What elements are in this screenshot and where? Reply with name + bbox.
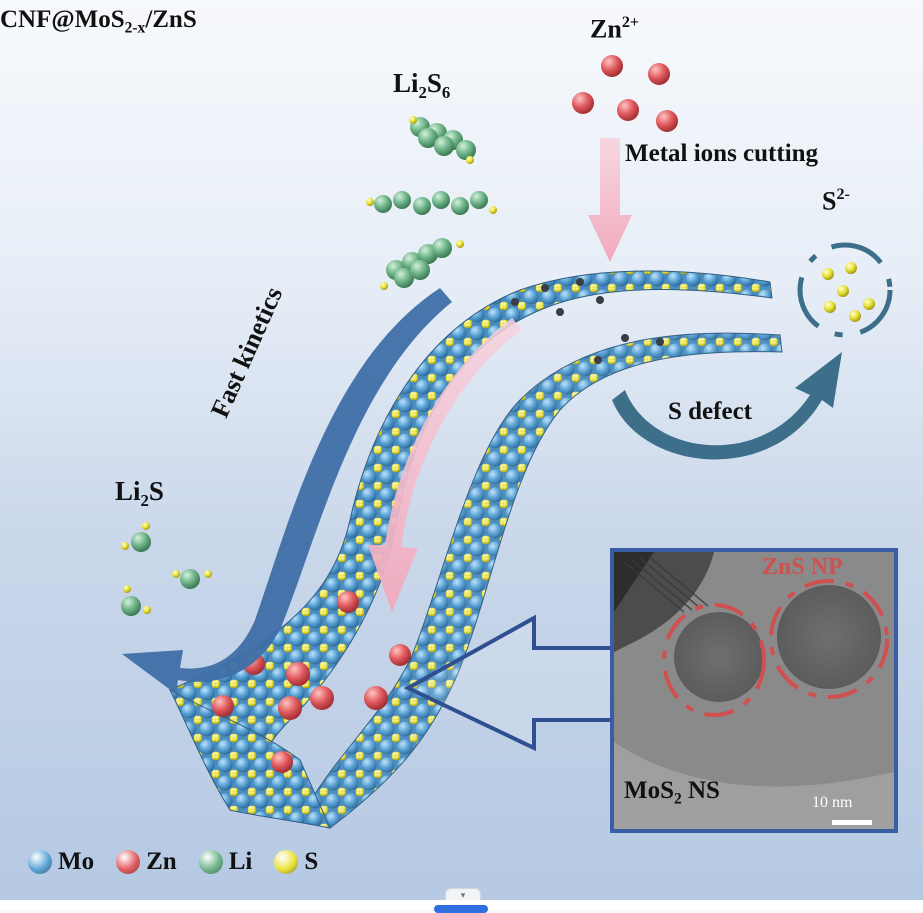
- zns-np-label: ZnS NP: [762, 554, 843, 580]
- atom-legend: Mo Zn Li S: [28, 848, 340, 876]
- tem-image-inset: ZnS NP MoS2 NS 10 nm: [610, 548, 898, 833]
- figure-title: CNF@MoS2-x/ZnS: [0, 6, 197, 37]
- pink-flow-arrow: [368, 318, 522, 612]
- scale-bar: [832, 820, 872, 825]
- legend-item-s: S: [274, 848, 318, 876]
- legend-swatch-zn: [116, 850, 141, 874]
- zn-ions: [572, 55, 678, 132]
- li2s-molecules: [121, 522, 212, 616]
- scale-label: 10 nm: [812, 794, 853, 811]
- legend-item-li: Li: [198, 848, 253, 876]
- zn-ion-label: Zn2+: [590, 14, 640, 44]
- scroll-down-icon[interactable]: ▾: [445, 888, 481, 903]
- s-defect-label: S defect: [668, 398, 752, 425]
- metal-ions-cutting-label: Metal ions cutting: [625, 140, 819, 167]
- legend-item-zn: Zn: [116, 848, 177, 876]
- fast-kinetics-arrow: [122, 288, 452, 694]
- legend-swatch-li: [198, 850, 223, 874]
- legend-item-mo: Mo: [28, 848, 94, 876]
- s-defect-arrow: [612, 352, 842, 460]
- s2-ion-label: S2-: [822, 186, 850, 216]
- page-indicator[interactable]: [434, 905, 488, 913]
- legend-label: Zn: [146, 848, 177, 875]
- tem-micrograph: [614, 552, 894, 829]
- defect-sites: [511, 278, 664, 364]
- mos2-sheet: [168, 270, 783, 829]
- mos2-ns-label: MoS2 NS: [624, 777, 720, 808]
- legend-label: Li: [228, 848, 253, 875]
- legend-label: S: [304, 848, 319, 875]
- li2s-label: Li2S: [115, 476, 164, 510]
- metal-ions-arrow: [588, 138, 632, 262]
- legend-swatch-mo: [28, 850, 52, 874]
- li2s6-chains: [366, 116, 497, 290]
- s2-cluster: [797, 242, 893, 338]
- li2s6-label: Li2S6: [393, 68, 451, 102]
- legend-swatch-s: [274, 850, 299, 874]
- legend-label: Mo: [58, 848, 95, 875]
